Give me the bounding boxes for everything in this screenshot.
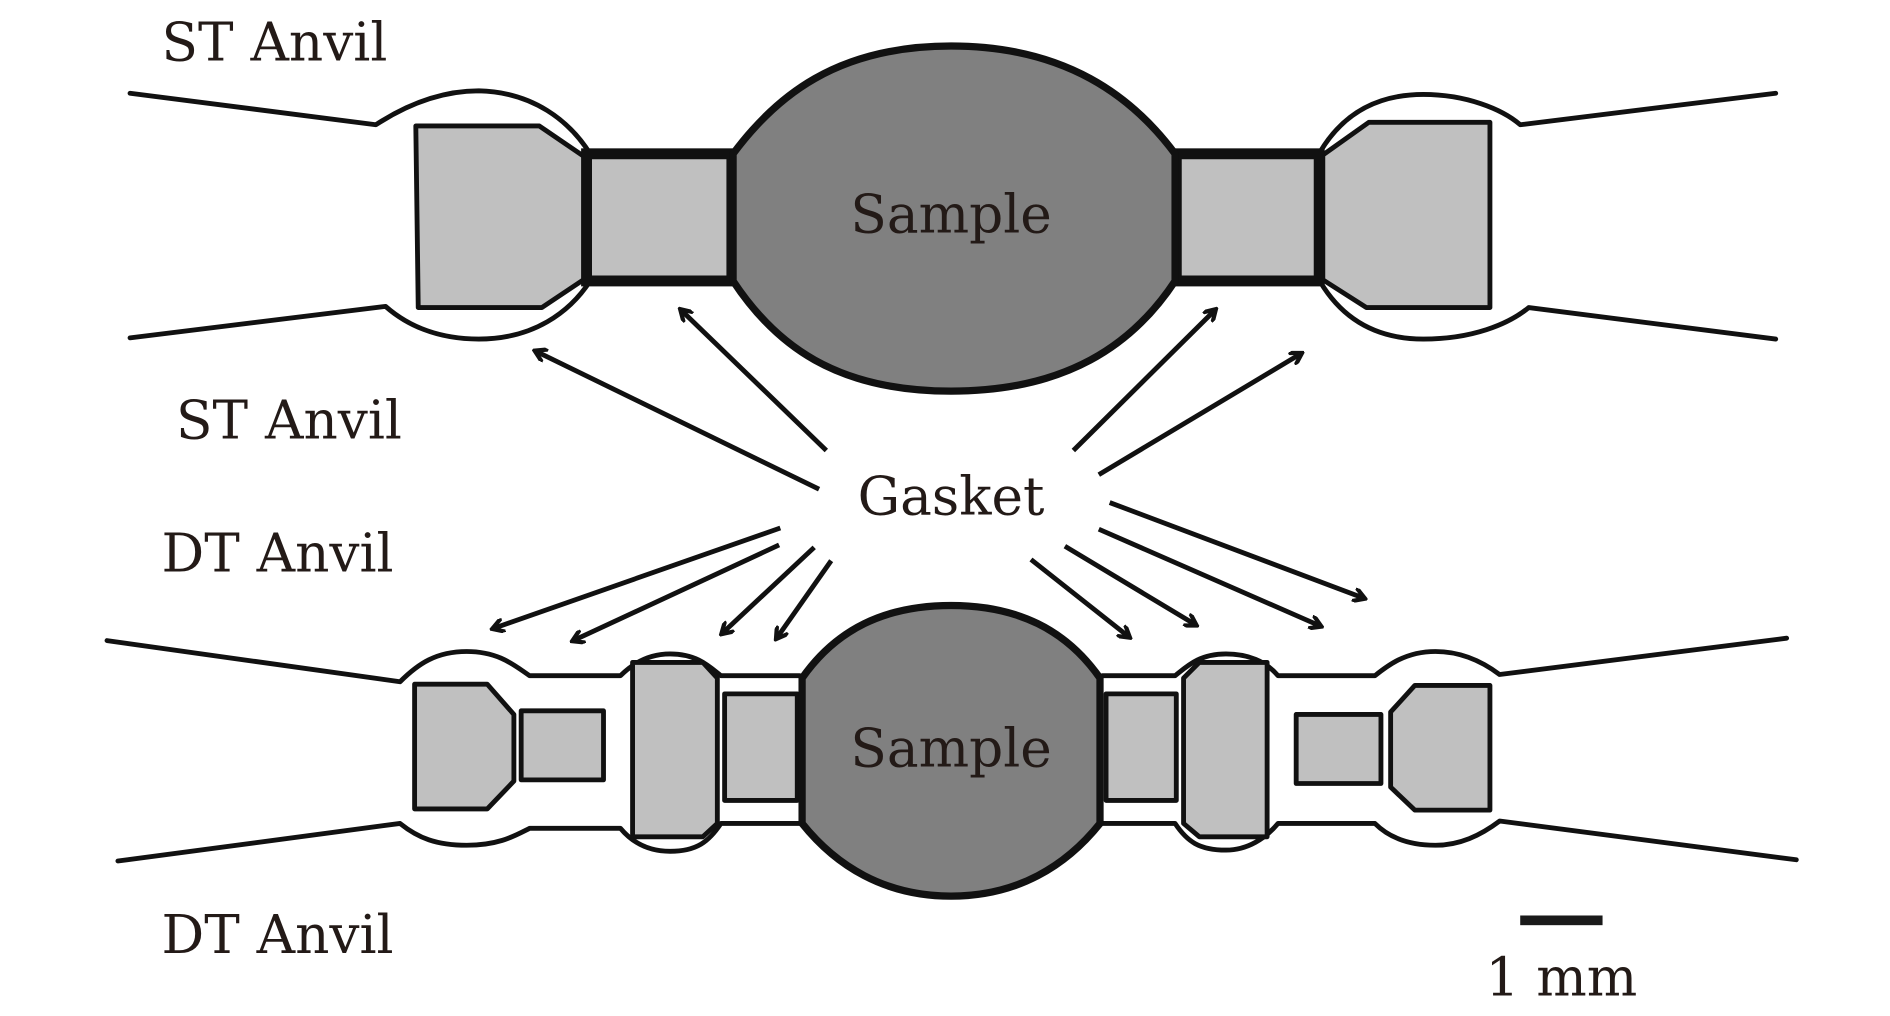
scale-bar bbox=[1520, 915, 1603, 926]
st-right-anvil-piece bbox=[1320, 119, 1493, 311]
arrow bbox=[722, 545, 816, 633]
st-right-anvil-outline bbox=[1317, 90, 1779, 342]
dt-sample bbox=[798, 601, 1104, 900]
st-left-anvil-piece bbox=[413, 123, 588, 311]
st-anvil-top-label: ST Anvil bbox=[162, 12, 388, 74]
arrow bbox=[536, 351, 821, 492]
dt-left-outer-piece bbox=[412, 681, 517, 812]
arrow bbox=[1097, 354, 1301, 477]
dt-left-small-block bbox=[518, 708, 606, 783]
arrow bbox=[1108, 500, 1364, 599]
arrow bbox=[681, 310, 829, 453]
st-left-anvil-outline bbox=[127, 88, 593, 342]
dt-left-anvil-outline bbox=[104, 638, 803, 864]
dt-anvil-bottom-label: DT Anvil bbox=[162, 904, 394, 966]
dt-right-middle-piece bbox=[1181, 659, 1270, 840]
st-assembly: Sample bbox=[127, 42, 1779, 395]
dt-right-small-block bbox=[1293, 712, 1384, 786]
st-right-gasket-block bbox=[1170, 148, 1325, 287]
arrow bbox=[1097, 526, 1321, 626]
dt-anvil-top-label: DT Anvil bbox=[162, 523, 394, 585]
scale-bar-label: 1 mm bbox=[1485, 946, 1637, 1008]
dt-right-outer-piece bbox=[1388, 682, 1493, 813]
gasket-arrows bbox=[493, 310, 1364, 641]
st-left-gasket-block bbox=[581, 148, 738, 287]
dt-left-middle-piece bbox=[630, 659, 720, 840]
dt-assembly: Sample bbox=[104, 601, 1799, 900]
dt-right-inner-block bbox=[1103, 691, 1179, 803]
dt-sample-label: Sample bbox=[850, 718, 1051, 780]
arrow bbox=[777, 559, 834, 639]
dt-right-anvil-outline bbox=[1100, 635, 1799, 863]
st-sample-label: Sample bbox=[850, 184, 1051, 246]
arrow bbox=[1063, 544, 1196, 625]
arrow bbox=[573, 542, 781, 641]
st-sample bbox=[729, 42, 1179, 395]
gasket-label: Gasket bbox=[858, 466, 1045, 528]
st-anvil-bottom-label: ST Anvil bbox=[176, 389, 402, 451]
arrow bbox=[1029, 557, 1129, 637]
dt-left-inner-block bbox=[722, 691, 800, 803]
arrow bbox=[1071, 310, 1215, 453]
arrow bbox=[493, 525, 782, 629]
